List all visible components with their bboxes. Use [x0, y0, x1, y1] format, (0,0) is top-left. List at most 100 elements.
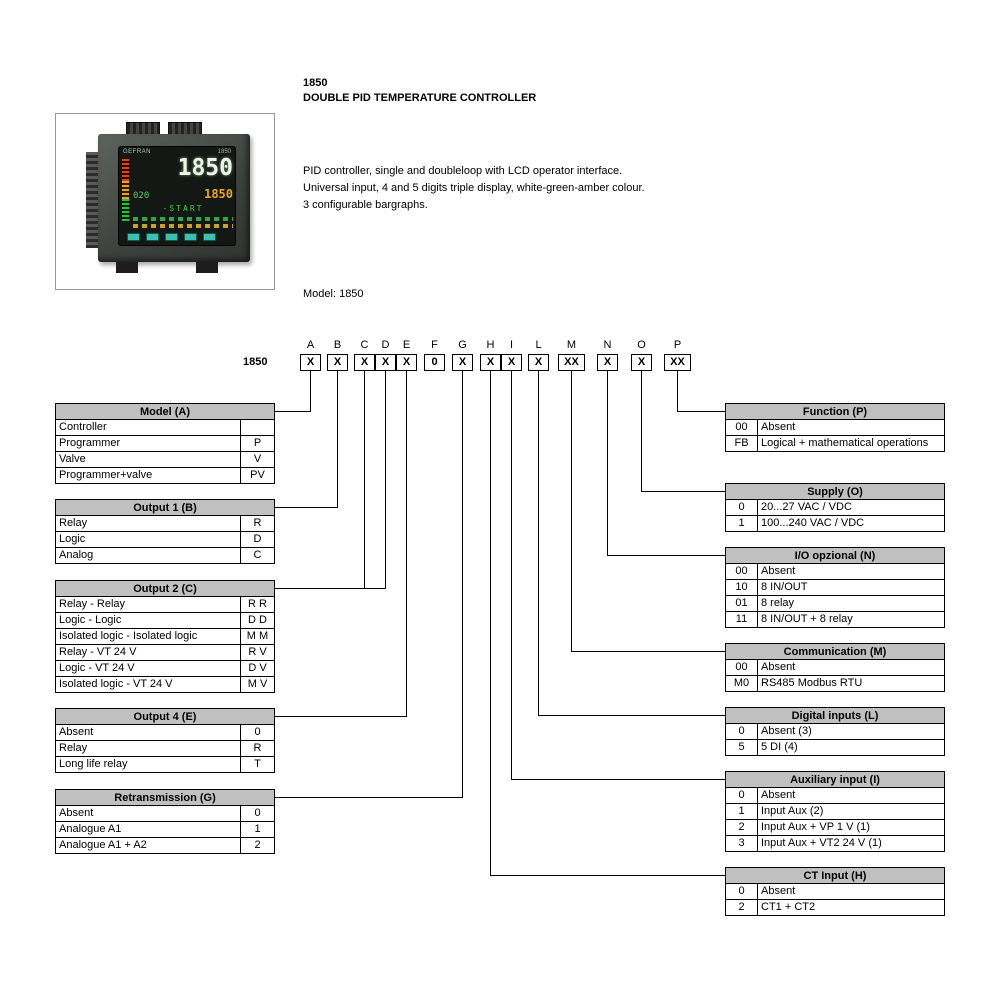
display-main-value: 1850 [177, 155, 233, 181]
table-cell: 2 [726, 900, 758, 915]
code-letter: H [486, 339, 495, 351]
table-cell: CT1 + CT2 [761, 901, 816, 913]
code-letter: P [673, 339, 682, 351]
table-cell: Programmer [59, 437, 121, 449]
connector-h-vertical [490, 371, 491, 876]
table-cell: 8 IN/OUT [761, 581, 808, 593]
code-value-box: X [480, 354, 501, 371]
code-letter: B [333, 339, 342, 351]
connector-e-vertical [406, 371, 407, 717]
table-cell: Absent [761, 661, 796, 673]
table-cell: 2 [726, 820, 758, 835]
table-cell: 0 [240, 806, 274, 821]
panel-model-label: 1850 [217, 149, 231, 155]
device-button [184, 233, 197, 241]
device-button-row [127, 233, 231, 241]
table-cell: FB [726, 436, 758, 451]
table-cell: Analogue A1 [59, 823, 122, 835]
table-cell: 5 DI (4) [761, 741, 798, 753]
display-pv-value: 020 [133, 191, 150, 201]
display-mini-segments-green [133, 217, 233, 221]
table-cell: Logic - Logic [59, 614, 122, 626]
connector-b-horizontal [275, 507, 337, 508]
table-cell: 0 [726, 500, 758, 515]
code-value-box: X [300, 354, 321, 371]
table-cell: Controller [59, 421, 107, 433]
device-foot [116, 262, 138, 273]
table-cell: 0 [240, 725, 274, 740]
table-cell: T [240, 757, 274, 772]
connector-g-vertical [462, 371, 463, 798]
table-header: Communication (M) [726, 644, 944, 660]
table-cell: 1 [240, 822, 274, 837]
device-button [203, 233, 216, 241]
table-cell: Isolated logic - VT 24 V [59, 678, 173, 690]
connector-d-vertical [385, 371, 386, 589]
code-col-c: C X [354, 337, 375, 371]
table-cell: Isolated logic - Isolated logic [59, 630, 198, 642]
connector-b-vertical [337, 371, 338, 508]
table-row: Valve V [56, 452, 274, 468]
code-value-box: XX [558, 354, 585, 371]
connector-g-horizontal [275, 797, 462, 798]
title-block: 1850 DOUBLE PID TEMPERATURE CONTROLLER [303, 76, 536, 106]
table-header: Output 1 (B) [56, 500, 274, 516]
table-cell: 01 [726, 596, 758, 611]
table-cell: RS485 Modbus RTU [761, 677, 863, 689]
code-value-box: X [327, 354, 348, 371]
table-cell: 100...240 VAC / VDC [761, 517, 865, 529]
table-cell: M V [240, 677, 274, 692]
code-col-o: O X [631, 337, 652, 371]
table-cell: Long life relay [59, 758, 128, 770]
table-cell: Valve [59, 453, 86, 465]
table-cell: Input Aux + VP 1 V (1) [761, 821, 870, 833]
table-cell: Absent [761, 789, 796, 801]
table-cell: 10 [726, 580, 758, 595]
table-cell: Absent [761, 885, 796, 897]
bargraph-green [122, 199, 129, 221]
code-value-box: X [501, 354, 522, 371]
table-header: Auxiliary input (I) [726, 772, 944, 788]
code-col-b: B X [327, 337, 348, 371]
connector-a-vertical [310, 371, 311, 412]
code-col-e: E X [396, 337, 417, 371]
connector-n-horizontal [607, 555, 725, 556]
table-cell: 1 [726, 516, 758, 531]
connector-h-horizontal [490, 875, 725, 876]
table-row: Isolated logic - Isolated logic M M [56, 629, 274, 645]
description-line: Universal input, 4 and 5 digits triple d… [303, 182, 645, 194]
table-cell: Analog [59, 549, 94, 561]
table-cell: 11 [726, 612, 758, 627]
table-header: Supply (O) [726, 484, 944, 500]
table-cell: Relay - VT 24 V [59, 646, 137, 658]
table-cell: V [240, 452, 274, 467]
table-cell: Input Aux (2) [761, 805, 824, 817]
table-cell: M M [240, 629, 274, 644]
table-cell: Absent [761, 421, 796, 433]
table-cell: Relay - Relay [59, 598, 126, 610]
code-letter: N [603, 339, 612, 351]
code-letter: C [360, 339, 369, 351]
table-cell: C [240, 548, 274, 563]
code-col-n: N X [597, 337, 618, 371]
table-cell: Absent [59, 726, 94, 738]
connector-p-vertical [677, 371, 678, 412]
